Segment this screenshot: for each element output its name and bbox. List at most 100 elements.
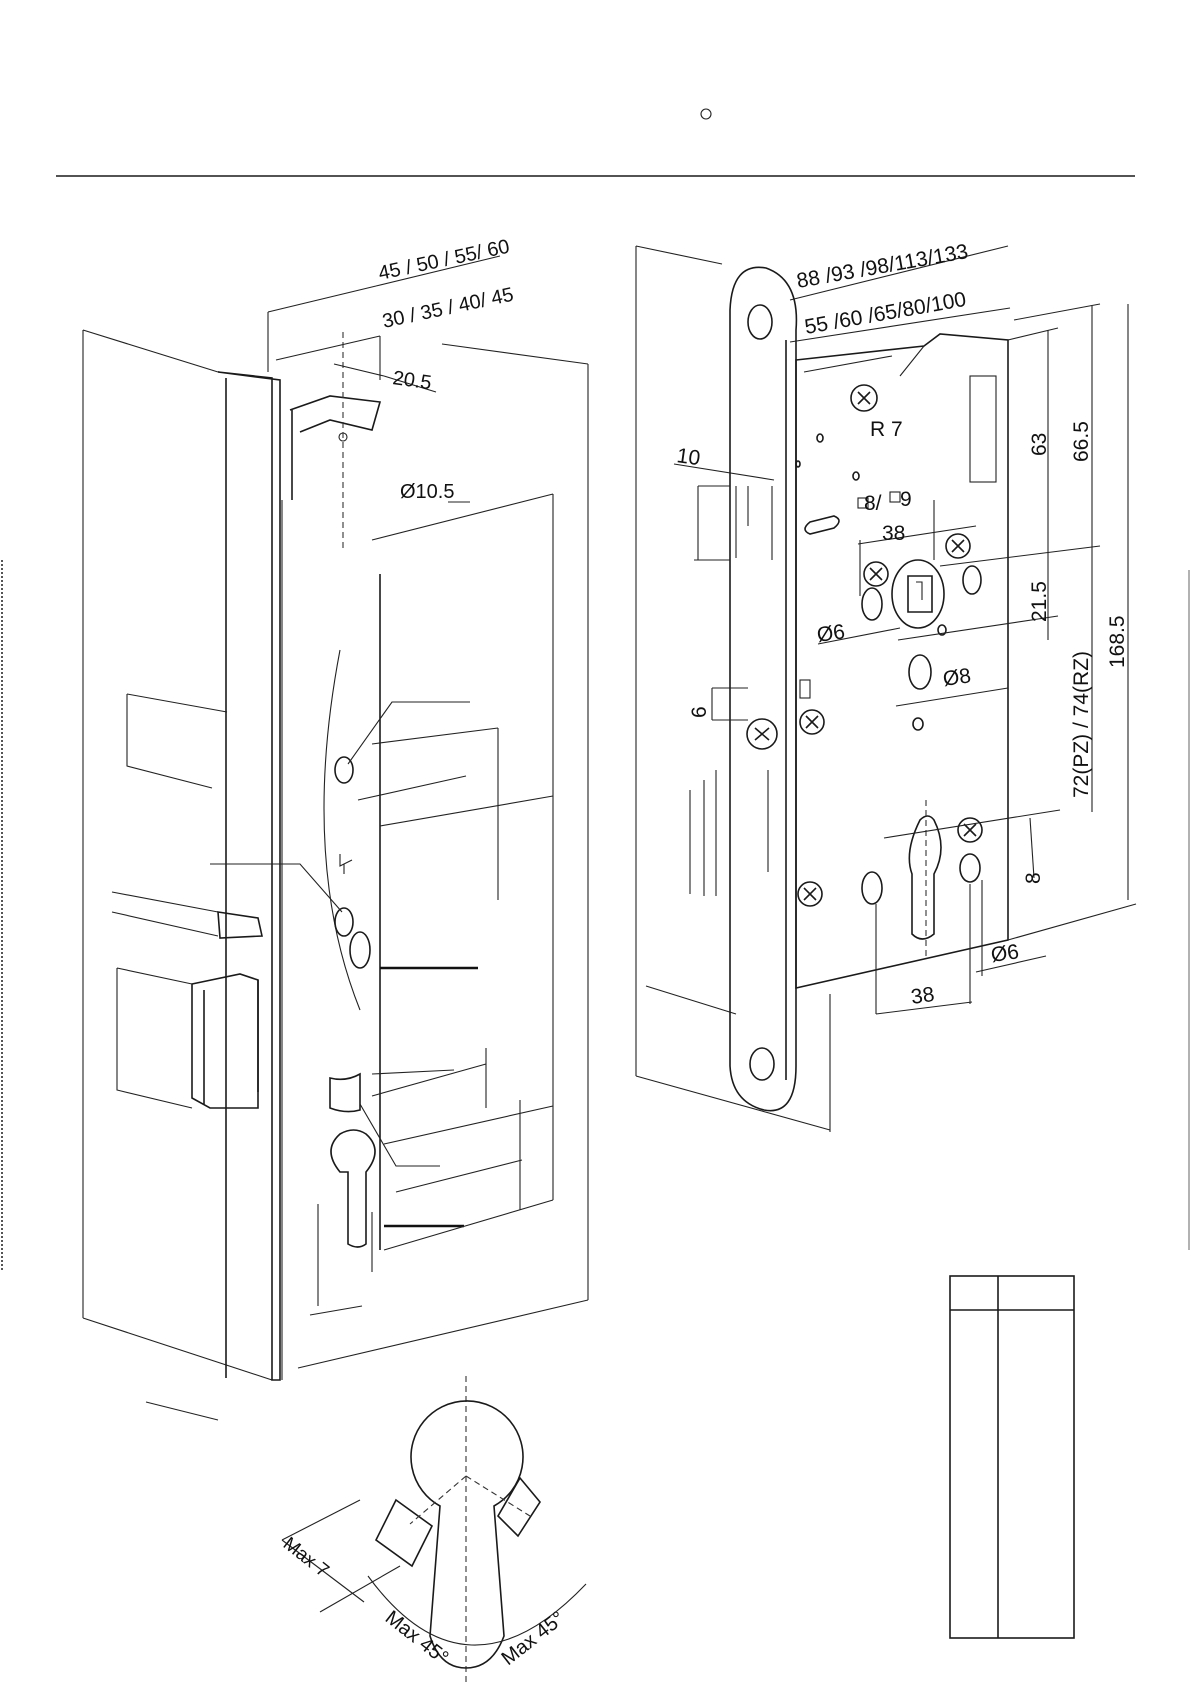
dim-height-total: 168.5 [1106, 615, 1129, 668]
follower-pin [916, 582, 922, 600]
registration-mark [701, 109, 711, 119]
door-panel [83, 330, 218, 372]
follower [892, 560, 944, 628]
dim-20-arrow [334, 364, 384, 376]
screw-3 [946, 534, 970, 558]
leader-a [348, 702, 470, 764]
small-hole-2 [853, 472, 859, 480]
hole-upper-right [963, 566, 981, 594]
cylinder-cutout-small [330, 1074, 360, 1112]
dim-cylinder-offset: 8 [1022, 872, 1045, 884]
faceplate [218, 372, 280, 1380]
dim-follower-hole: Ø8 [941, 664, 972, 691]
dim-spindle-square-alt: 9 [900, 488, 912, 511]
screw-2 [864, 562, 888, 586]
follower-hole-mid [335, 908, 353, 936]
latch-bolt [218, 912, 262, 938]
aux-8 [396, 1160, 522, 1192]
aux-2 [358, 776, 466, 800]
hole-lower-left [862, 872, 882, 904]
small-latch-lever [340, 854, 352, 874]
cylinder-profile [909, 816, 941, 939]
dim-backset-inner: 30 / 35 / 40/ 45 [380, 284, 515, 333]
faceplate-latch-mark [800, 680, 810, 698]
dim-45-arrow [268, 286, 376, 312]
dim-38-upper [858, 526, 976, 544]
isometric-view: 45 / 50 / 55/ 60 30 / 35 / 40/ 45 20.5 Ø… [83, 236, 588, 1420]
cam-arm-line-b [466, 1476, 530, 1516]
table-frame [950, 1276, 1074, 1638]
hole-follower-8 [909, 655, 931, 689]
small-hole-4 [913, 718, 923, 730]
leader-b [210, 864, 342, 912]
latch-line-b [112, 912, 218, 936]
dim-8-line [1030, 818, 1034, 878]
dim-height-upper: 63 [1028, 433, 1051, 456]
lock-case-slot [970, 376, 996, 482]
follower-hole-lower [350, 932, 370, 968]
follower-square [908, 576, 932, 612]
dim-height-mid: 21.5 [1028, 581, 1051, 622]
lock-case-top [290, 396, 380, 432]
latch-line-a [112, 892, 218, 912]
dim-latch-offset: 20.5 [391, 367, 433, 394]
door-side-bottom [298, 1300, 588, 1368]
door-bottom-edge [146, 1402, 218, 1420]
dim-30-arrow [276, 336, 380, 360]
door-side-top-r [636, 246, 722, 264]
dim-lock-width-outer: 88 /93 /98/113/133 [795, 240, 970, 293]
dim-spindle-distance: 38 [882, 522, 905, 545]
screw-6 [798, 882, 822, 906]
dim-665-ext-top [1014, 304, 1100, 320]
dim-r7-leader [900, 346, 924, 376]
spec-table [950, 1276, 1074, 1638]
screw-5 [958, 818, 982, 842]
side-view: 88 /93 /98/113/133 55 /60 /65/80/100 R 7… [636, 240, 1136, 1132]
small-hole-1 [817, 434, 823, 442]
cam-detail: Max 7 Max 45° Max 45° [279, 1376, 586, 1685]
screw-1 [851, 385, 877, 411]
door-side-frame [646, 986, 736, 1014]
cam-angle-left-label: Max 45° [381, 1607, 453, 1670]
lock-curve [324, 650, 360, 1010]
door-side-top [442, 344, 588, 364]
hole-upper-left [862, 588, 882, 620]
dim-faceplate-width: 10 [675, 444, 701, 470]
dim-lock-width-inner: 55 /60 /65/80/100 [803, 288, 968, 339]
cam-thickness-label: Max 7 [279, 1533, 333, 1581]
dim-fixing-hole-upper: Ø6 [815, 620, 846, 647]
slot-oval [805, 516, 839, 534]
deadbolt-box [117, 968, 192, 1108]
dim-faceplate-thickness: 6 [688, 706, 711, 718]
cam-max7-ext-b [320, 1566, 400, 1612]
strike-box [127, 694, 227, 788]
leader-d [360, 1104, 440, 1166]
aux-3 [380, 796, 553, 826]
cam-arm-left [376, 1500, 432, 1566]
dim-8-follower [896, 688, 1008, 706]
dim-height-total-upper: 66.5 [1070, 421, 1093, 462]
screw-4 [800, 710, 824, 734]
dim-backset-outer: 45 / 50 / 55/ 60 [376, 236, 511, 285]
aux-1 [372, 728, 498, 744]
cam-arm-right [498, 1478, 540, 1536]
dim-fixing-hole-lower: Ø6 [989, 940, 1020, 967]
deadbolt [192, 974, 258, 1108]
cylinder-cutout [331, 1130, 375, 1247]
dim-spindle-square: 8/ [864, 492, 882, 515]
dim-radius: R 7 [870, 418, 903, 441]
aux-5 [372, 1070, 454, 1074]
dim-lower-spacing: 38 [909, 983, 935, 1009]
aux-6 [372, 1064, 486, 1096]
hole-lower-right [960, 854, 980, 882]
dim-cyl-ext [884, 810, 1060, 838]
dim-centre-distance: 72(PZ) / 74(RZ) [1070, 651, 1093, 798]
dim-bottom-ext [1008, 904, 1136, 940]
screw-faceplate [747, 719, 777, 749]
small-hole-5 [796, 461, 800, 467]
faceplate-hole-bottom [750, 1048, 774, 1080]
aux-7 [384, 1106, 553, 1144]
spindle-box-2 [890, 492, 900, 502]
dim-63-ext-top [1008, 328, 1058, 340]
